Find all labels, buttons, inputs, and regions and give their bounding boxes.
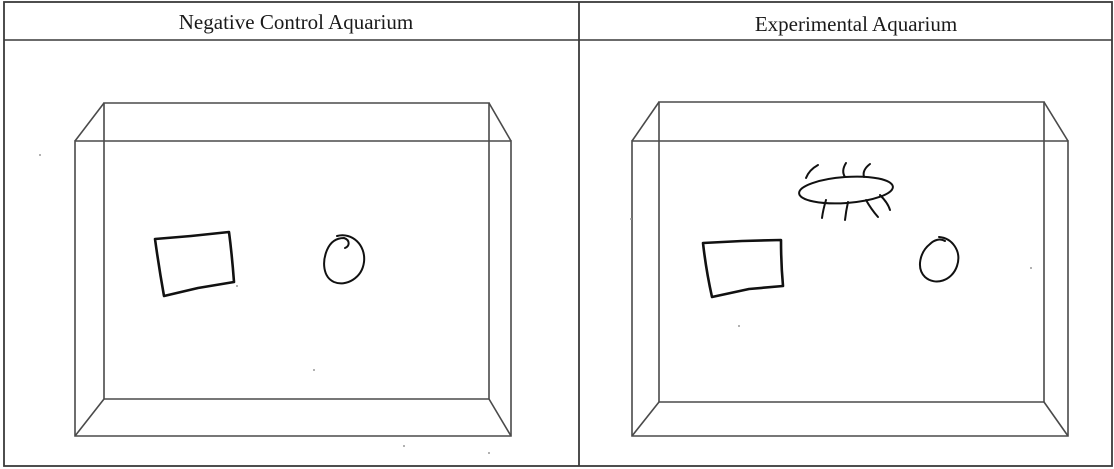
negative-control-aquarium-drawing (75, 103, 511, 436)
column-header-experimental: Experimental Aquarium (755, 12, 957, 36)
experimental-aquarium-drawing (632, 102, 1068, 436)
column-header-negative-control: Negative Control Aquarium (179, 10, 413, 34)
circle-object-icon (324, 235, 364, 283)
circle-object-icon (920, 237, 958, 281)
square-object-icon (155, 232, 234, 296)
aquarium-outline-icon (75, 103, 511, 436)
aquarium-outline-icon (632, 102, 1068, 436)
bug-creature-icon (798, 163, 894, 220)
square-object-icon (703, 240, 783, 297)
table-frame (4, 2, 1112, 466)
